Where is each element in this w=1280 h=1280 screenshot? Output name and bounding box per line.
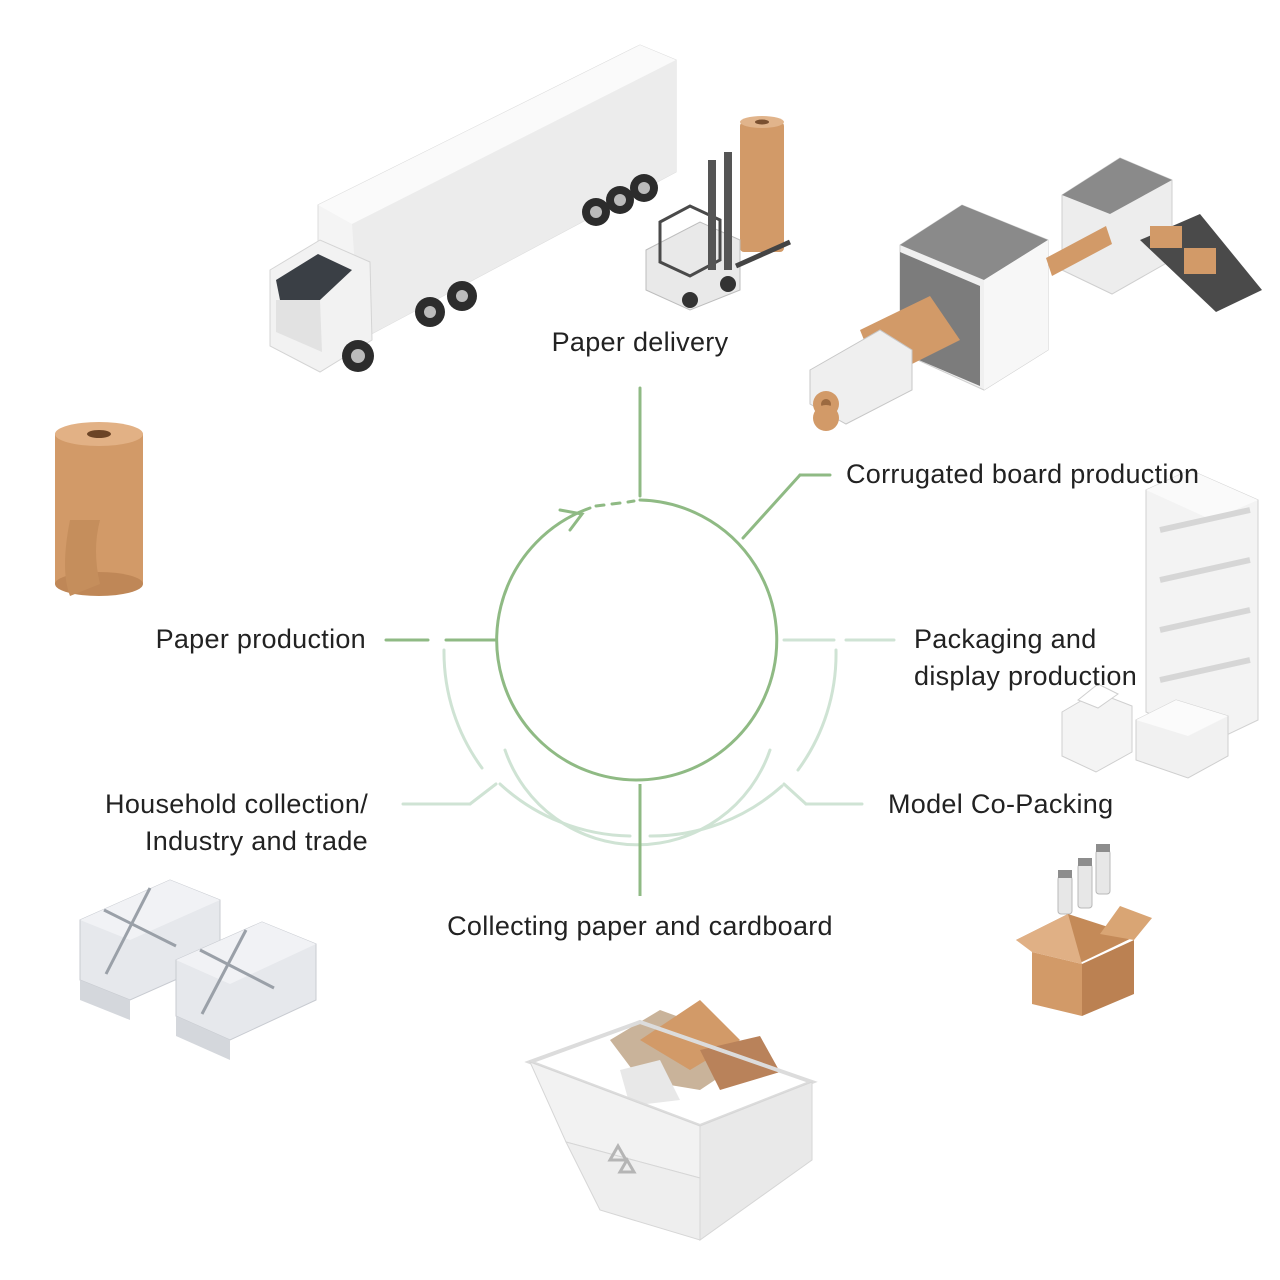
label-paper-production: Paper production <box>155 624 366 654</box>
recycling-symbol-icon <box>607 1142 637 1174</box>
display-shelf-icon <box>1145 469 1259 743</box>
co-packing-box-icon <box>1016 844 1152 1016</box>
label-paper-delivery: Paper delivery <box>551 327 729 357</box>
recycling-skip-icon <box>524 1000 818 1241</box>
delivery-truck-icon <box>269 44 677 373</box>
label-packaging-line-2: display production <box>914 661 1138 691</box>
label-packaging-line-1: Packaging and <box>914 624 1097 654</box>
label-model-co-packing: Model Co-Packing <box>888 789 1114 819</box>
corrugating-machine-icon <box>809 157 1262 431</box>
outer-ring <box>401 638 896 847</box>
label-corrugated-board-production: Corrugated board production <box>846 459 1200 489</box>
forklift-with-paper-roll-icon <box>645 116 792 311</box>
label-household-line-2: Industry and trade <box>144 826 368 856</box>
kraft-paper-roll-icon <box>55 422 143 596</box>
label-collecting-paper: Collecting paper and cardboard <box>447 911 833 941</box>
label-household-line-1: Household collection/ <box>105 789 368 819</box>
paper-bundles-icon <box>79 879 317 1060</box>
inner-cycle <box>384 386 832 782</box>
packaging-boxes-icon <box>1061 683 1229 779</box>
